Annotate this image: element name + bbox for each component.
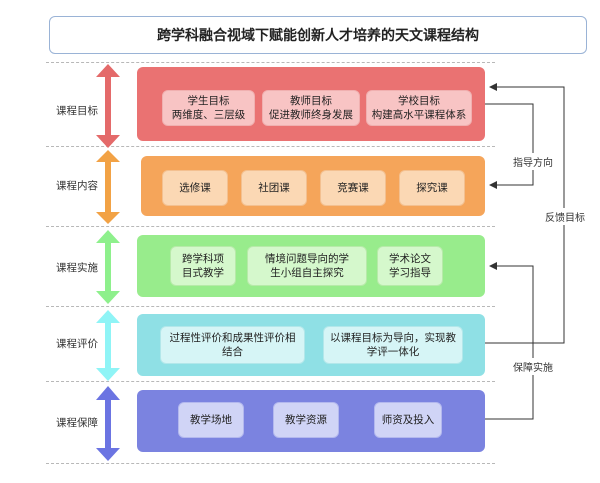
guide-direction-label: 指导方向	[511, 153, 555, 170]
row-label-support: 课程保障	[56, 417, 98, 429]
divider	[46, 306, 495, 307]
school-goal-card: 学校目标 构建高水平课程体系	[366, 90, 472, 126]
competition-course-card: 竞赛课	[320, 170, 386, 206]
goal-oriented-eval-card: 以课程目标为导向，实现教 学评一体化	[323, 326, 463, 364]
process-result-eval-card: 过程性评价和成果性评价相 结合	[160, 326, 305, 364]
row-label-content: 课程内容	[56, 180, 98, 192]
teacher-goal-card: 教师目标 促进教师终身发展	[262, 90, 360, 126]
divider	[46, 226, 495, 227]
divider	[46, 62, 495, 63]
teaching-venue-card: 教学场地	[178, 402, 244, 438]
inquiry-course-card: 探究课	[399, 170, 465, 206]
divider	[46, 146, 495, 147]
academic-paper-card: 学术论文 学习指导	[377, 246, 443, 286]
elective-course-card: 选修课	[162, 170, 228, 206]
row-label-evaluation: 课程评价	[56, 338, 98, 350]
diagram-title: 跨学科融合视域下赋能创新人才培养的天文课程结构	[49, 16, 587, 54]
project-teaching-card: 跨学科项 目式教学	[170, 246, 236, 286]
faculty-investment-card: 师资及投入	[374, 402, 442, 438]
inquiry-group-card: 情境问题导向的学 生小组自主探究	[247, 246, 367, 286]
row-label-goal: 课程目标	[56, 105, 98, 117]
student-goal-card: 学生目标 两维度、三层级	[162, 90, 255, 126]
divider	[46, 381, 495, 382]
club-course-card: 社团课	[241, 170, 307, 206]
feedback-goal-label: 反馈目标	[543, 208, 587, 225]
row-label-implementation: 课程实施	[56, 262, 98, 274]
teaching-resources-card: 教学资源	[273, 402, 339, 438]
support-implementation-label: 保障实施	[511, 358, 555, 375]
divider	[46, 463, 495, 464]
